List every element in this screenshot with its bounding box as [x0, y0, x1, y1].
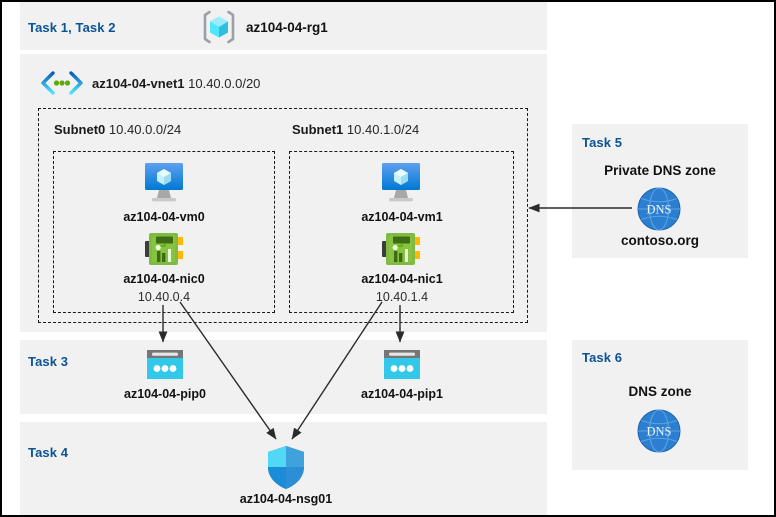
- virtual-network-icon: [38, 70, 86, 96]
- network-interface-icon: [145, 231, 185, 267]
- dns-icon-text: DNS: [646, 203, 671, 217]
- pip1-label: az104-04-pip1: [361, 387, 443, 401]
- resource-group-cube-icon: [200, 8, 238, 46]
- nic0-ip: 10.40.0.4: [137, 290, 191, 304]
- resource-group-name: az104-04-rg1: [246, 20, 328, 35]
- dns-globe-icon: DNS: [636, 408, 682, 454]
- dns-icon-text: DNS: [646, 425, 671, 439]
- subnet0-box: [53, 151, 275, 313]
- task-label-task5: Task 5: [582, 135, 623, 150]
- nic1-label: az104-04-nic1: [361, 272, 443, 286]
- pip0-label: az104-04-pip0: [124, 387, 206, 401]
- dns-globe-icon: DNS: [636, 186, 682, 232]
- vm1-label: az104-04-vm1: [361, 210, 443, 224]
- virtual-machine-icon: [376, 161, 426, 205]
- subnet0-header: Subnet0 10.40.0.0/24: [54, 122, 181, 137]
- vm0-label: az104-04-vm0: [123, 210, 205, 224]
- private-dns-zone-heading: Private DNS zone: [604, 163, 716, 178]
- subnet0-cidr: 10.40.0.0/24: [108, 122, 182, 137]
- subnet1-box: [289, 151, 514, 313]
- task-label-task1-task2: Task 1, Task 2: [28, 20, 116, 35]
- task-label-task6: Task 6: [582, 350, 623, 365]
- network-interface-icon: [382, 231, 422, 267]
- nsg-label: az104-04-nsg01: [239, 492, 333, 506]
- dns-zone-heading: DNS zone: [628, 384, 692, 399]
- panel-vnet: [20, 54, 547, 332]
- nic0-label: az104-04-nic0: [123, 272, 205, 286]
- virtual-machine-icon: [139, 161, 189, 205]
- subnet1-name: Subnet1: [292, 122, 344, 137]
- subnet1-cidr: 10.40.1.0/24: [346, 122, 420, 137]
- subnets-container: [38, 108, 528, 323]
- public-ip-address-icon: [382, 348, 422, 381]
- task-label-task3: Task 3: [28, 354, 69, 369]
- subnet0-name: Subnet0: [54, 122, 106, 137]
- private-dns-zone-name: contoso.org: [621, 233, 699, 248]
- panel-task1-task2: [20, 2, 547, 50]
- nic1-ip: 10.40.1.4: [375, 290, 429, 304]
- subnet1-header: Subnet1 10.40.1.0/24: [292, 122, 419, 137]
- vnet-cidr: 10.40.0.0/20: [188, 76, 261, 91]
- vnet-name: az104-04-vnet1: [92, 76, 185, 91]
- panel-task3: [20, 340, 547, 414]
- network-security-group-shield-icon: [266, 445, 306, 490]
- task-label-task4: Task 4: [28, 445, 69, 460]
- vnet-header: az104-04-vnet1 10.40.0.0/20: [92, 76, 260, 91]
- public-ip-address-icon: [145, 348, 185, 381]
